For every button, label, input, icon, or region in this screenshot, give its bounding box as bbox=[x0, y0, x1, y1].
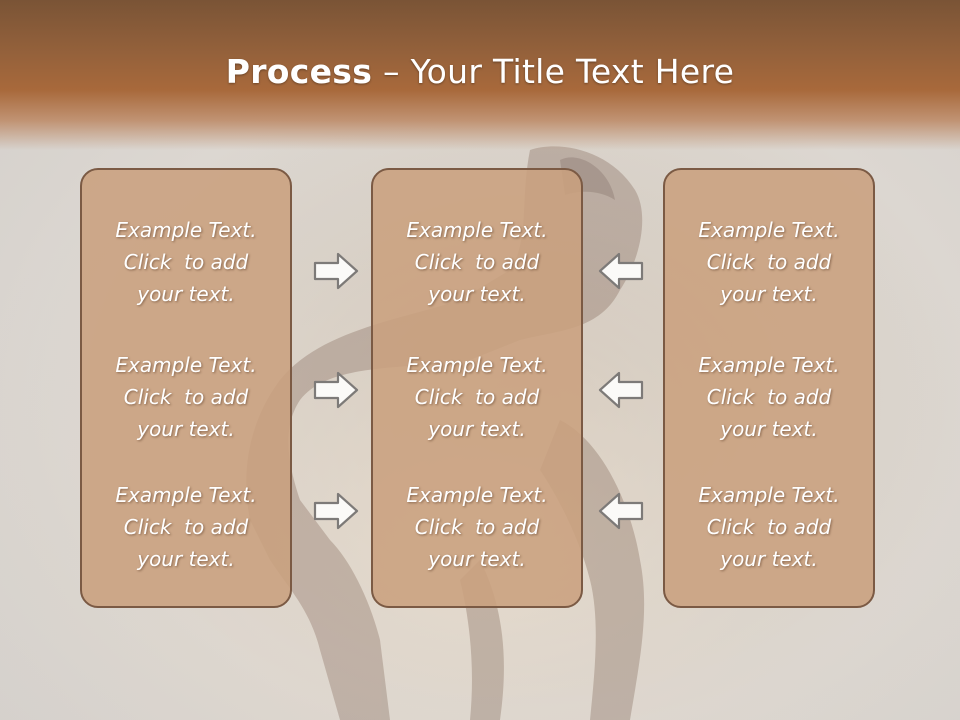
title-bold: Process bbox=[225, 52, 373, 91]
text-line: Example Text. bbox=[698, 353, 840, 377]
text-line: Example Text. bbox=[406, 353, 548, 377]
arrow-left-icon[interactable] bbox=[597, 251, 645, 291]
text-line: your text. bbox=[720, 417, 818, 441]
process-column-2[interactable]: Example Text. Click to add your text. Exam… bbox=[371, 168, 583, 608]
text-line: Click to add bbox=[123, 515, 249, 539]
text-line: your text. bbox=[720, 282, 818, 306]
text-line: your text. bbox=[428, 417, 526, 441]
text-line: your text. bbox=[720, 547, 818, 571]
title-separator: – bbox=[372, 52, 411, 91]
text-line: Click to add bbox=[706, 385, 832, 409]
text-line: Click to add bbox=[414, 515, 540, 539]
text-line: Example Text. bbox=[698, 483, 840, 507]
arrow-right-icon[interactable] bbox=[312, 251, 360, 291]
title-rest: Your Title Text Here bbox=[410, 52, 735, 91]
text-line: Example Text. bbox=[698, 218, 840, 242]
text-line: your text. bbox=[137, 417, 235, 441]
column-1-item-1[interactable]: Example Text. Click to add your text. bbox=[82, 214, 290, 310]
text-line: Example Text. bbox=[115, 353, 257, 377]
text-line: your text. bbox=[137, 547, 235, 571]
column-3-item-2[interactable]: Example Text. Click to add your text. bbox=[665, 349, 873, 445]
arrow-left-icon[interactable] bbox=[597, 370, 645, 410]
text-line: Click to add bbox=[123, 385, 249, 409]
process-column-1[interactable]: Example Text. Click to add your text. Exam… bbox=[80, 168, 292, 608]
column-3-item-3[interactable]: Example Text. Click to add your text. bbox=[665, 479, 873, 575]
text-line: Click to add bbox=[414, 385, 540, 409]
text-line: Example Text. bbox=[115, 218, 257, 242]
column-1-item-2[interactable]: Example Text. Click to add your text. bbox=[82, 349, 290, 445]
text-line: Example Text. bbox=[406, 483, 548, 507]
text-line: your text. bbox=[428, 282, 526, 306]
column-2-item-1[interactable]: Example Text. Click to add your text. bbox=[373, 214, 581, 310]
title-bar bbox=[0, 0, 960, 150]
arrow-left-icon[interactable] bbox=[597, 491, 645, 531]
column-3-item-1[interactable]: Example Text. Click to add your text. bbox=[665, 214, 873, 310]
column-1-item-3[interactable]: Example Text. Click to add your text. bbox=[82, 479, 290, 575]
arrow-right-icon[interactable] bbox=[312, 491, 360, 531]
text-line: Click to add bbox=[706, 515, 832, 539]
slide-title[interactable]: Process – Your Title Text Here bbox=[0, 52, 960, 91]
text-line: Click to add bbox=[414, 250, 540, 274]
text-line: Example Text. bbox=[115, 483, 257, 507]
arrow-right-icon[interactable] bbox=[312, 370, 360, 410]
column-2-item-2[interactable]: Example Text. Click to add your text. bbox=[373, 349, 581, 445]
text-line: Click to add bbox=[706, 250, 832, 274]
process-column-3[interactable]: Example Text. Click to add your text. Exam… bbox=[663, 168, 875, 608]
text-line: your text. bbox=[428, 547, 526, 571]
column-2-item-3[interactable]: Example Text. Click to add your text. bbox=[373, 479, 581, 575]
text-line: your text. bbox=[137, 282, 235, 306]
text-line: Click to add bbox=[123, 250, 249, 274]
text-line: Example Text. bbox=[406, 218, 548, 242]
